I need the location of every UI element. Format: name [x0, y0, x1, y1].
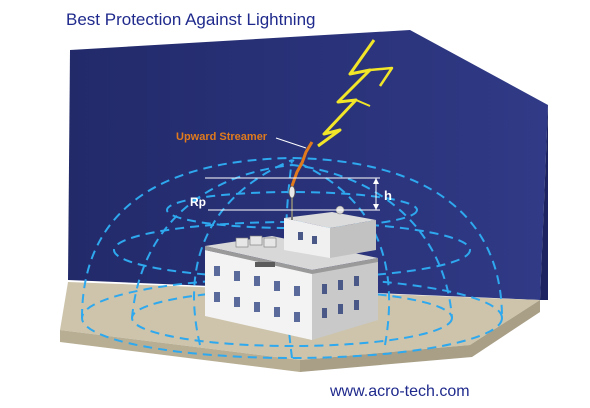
ac-unit	[236, 238, 248, 247]
window	[322, 284, 327, 294]
ac-unit	[250, 236, 262, 245]
window	[294, 312, 300, 322]
window	[234, 271, 240, 281]
window	[354, 276, 359, 286]
window	[294, 286, 300, 296]
window	[298, 232, 303, 240]
window	[354, 300, 359, 310]
window	[254, 302, 260, 312]
window	[254, 276, 260, 286]
upward-streamer-label: Upward Streamer	[176, 131, 268, 143]
window	[214, 266, 220, 276]
window	[274, 307, 280, 317]
window	[312, 236, 317, 244]
window	[338, 304, 343, 314]
height-label: h	[384, 188, 392, 203]
window	[234, 297, 240, 307]
window	[338, 280, 343, 290]
window	[214, 292, 220, 302]
website-url: www.acro-tech.com	[330, 383, 470, 401]
radius-label: Rp	[190, 195, 206, 209]
window	[274, 281, 280, 291]
ac-unit	[264, 238, 276, 247]
window	[322, 308, 327, 318]
page-title: Best Protection Against Lightning	[66, 10, 316, 30]
roof-vent	[255, 262, 275, 267]
lightning-rod-head	[289, 186, 295, 198]
